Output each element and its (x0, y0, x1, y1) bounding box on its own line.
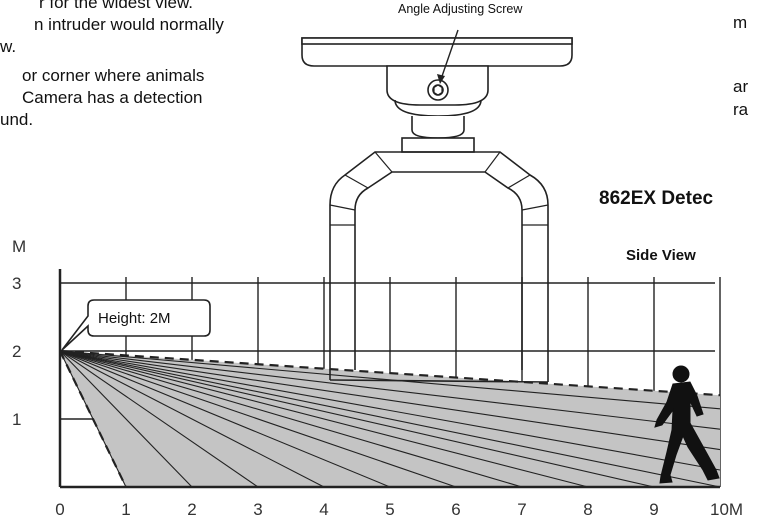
left-line-5: Camera has a detection (22, 88, 203, 107)
detection-ray-far-3 (60, 350, 721, 430)
detection-ray-10 (60, 350, 721, 488)
callout-leader (439, 29, 459, 83)
section-title: 862EX Detec (599, 188, 714, 209)
detection-ray-7 (60, 350, 523, 488)
x-tick-label-0: 0 (55, 500, 64, 519)
x-tick-label-7: 7 (517, 500, 526, 519)
detection-ray-8 (60, 350, 589, 488)
height-bubble: Height: 2M (61, 299, 211, 351)
height-label: Height: 2M (98, 310, 171, 327)
camera-illustration (301, 29, 573, 383)
left-line-2: n intruder would normally (34, 15, 224, 34)
detection-zone (60, 349, 721, 488)
left-line-6: und. (0, 110, 34, 129)
y-tick-label-3: 3 (12, 274, 21, 293)
tick-labels: 0 1 2 3 4 5 6 7 8 9 10M 1 2 3 M (12, 237, 743, 519)
camera-housing (329, 151, 549, 382)
detection-ray-far-1 (60, 350, 721, 471)
neck (411, 116, 465, 139)
side-view-label: Side View (626, 247, 696, 264)
mount-plate-rim (301, 37, 573, 45)
detection-ray-3 (60, 350, 259, 488)
neck-collar (401, 137, 475, 153)
x-tick-label-1: 1 (121, 500, 130, 519)
upper-boundary-dashed (60, 349, 721, 397)
left-column-text: r for the widest view. n intruder would … (0, 0, 281, 131)
left-line-4: or corner where animals (22, 66, 205, 85)
mount-plate (301, 37, 573, 67)
x-tick-label-10M: 10M (710, 500, 743, 519)
x-tick-label-5: 5 (385, 500, 394, 519)
walking-person-icon (654, 365, 720, 484)
detection-ray-5 (60, 350, 391, 488)
x-tick-label-4: 4 (319, 500, 328, 519)
y-tick-label-2: 2 (12, 342, 21, 361)
right-line-1: m (733, 13, 748, 32)
right-line-2: ar (733, 77, 749, 96)
left-line-1: r for the widest view. (39, 0, 194, 12)
x-tick-label-3: 3 (253, 500, 262, 519)
x-tick-label-6: 6 (451, 500, 460, 519)
detection-ray-6 (60, 350, 457, 488)
lower-boundary-dashed (60, 350, 127, 488)
x-tick-label-2: 2 (187, 500, 196, 519)
y-axis-unit-label: M (12, 237, 26, 256)
left-line-3: w. (0, 37, 17, 56)
right-line-3: ra (733, 100, 749, 119)
detection-ray-4 (60, 350, 325, 488)
detection-ray-far-2 (60, 350, 721, 451)
x-tick-label-9: 9 (649, 500, 658, 519)
y-tick-label-1: 1 (12, 410, 21, 429)
angle-screw-callout: Angle Adjusting Screw (398, 2, 523, 16)
axes (58, 269, 720, 489)
detection-ray-2 (60, 350, 193, 488)
x-tick-label-8: 8 (583, 500, 592, 519)
detection-ray-9 (60, 350, 655, 488)
